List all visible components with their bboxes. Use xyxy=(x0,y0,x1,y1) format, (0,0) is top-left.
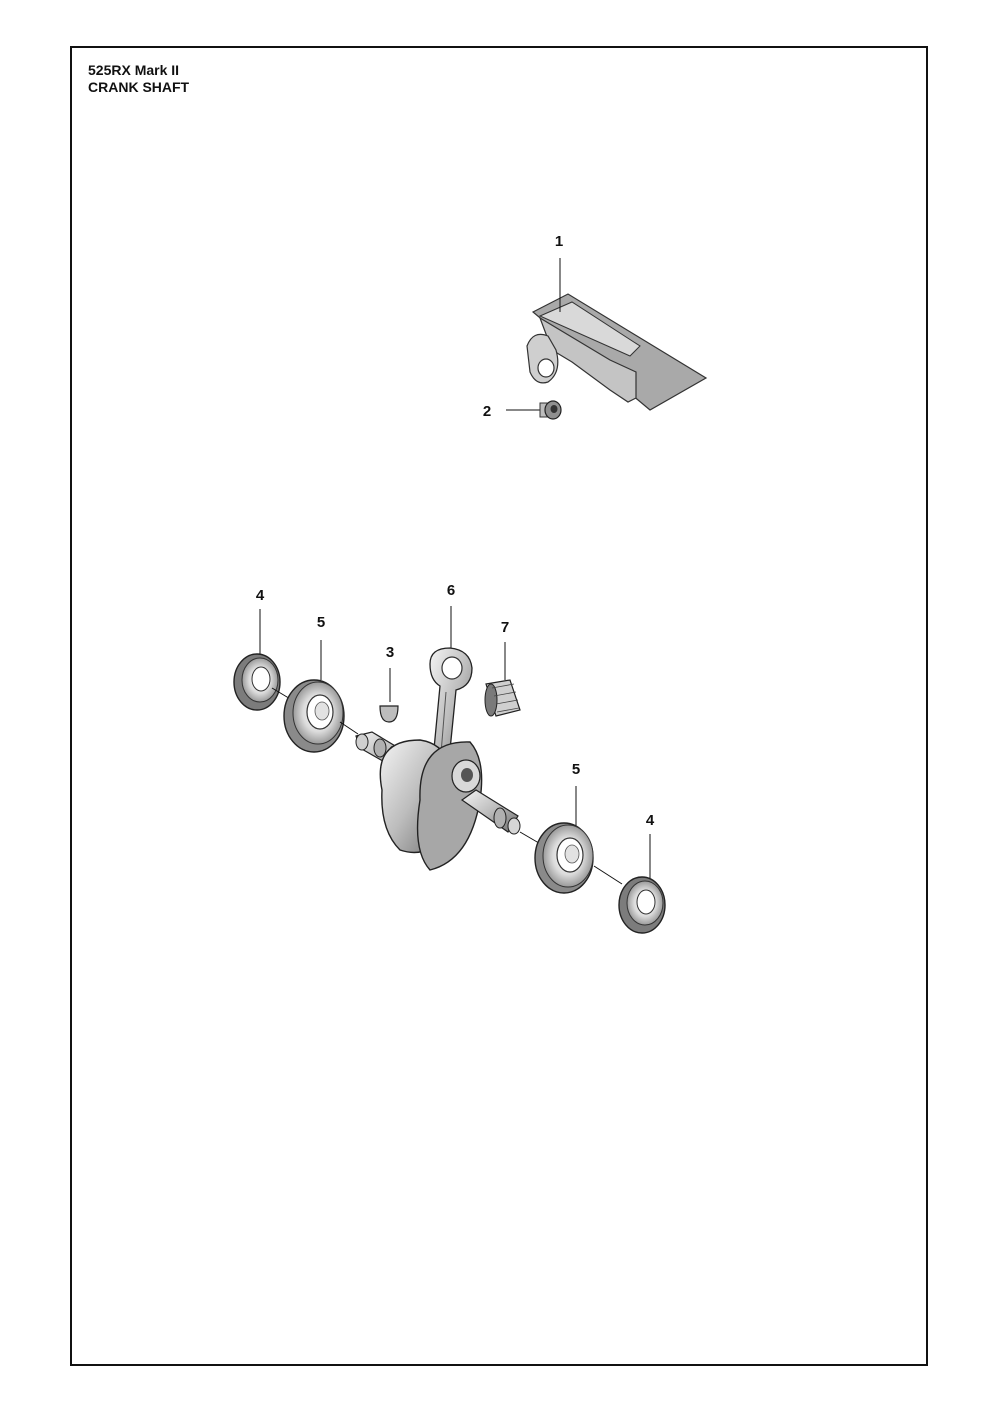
model-name: 525RX Mark II xyxy=(88,62,180,78)
crankshaft xyxy=(355,731,545,871)
callout-7: 7 xyxy=(501,619,509,636)
part-2-screw xyxy=(506,400,562,420)
callout-2: 2 xyxy=(483,403,491,420)
part-5-bearing-left xyxy=(271,640,359,753)
callout-4-right: 4 xyxy=(646,812,655,829)
callout-3: 3 xyxy=(386,644,394,661)
part-6-connecting-rod xyxy=(429,606,473,771)
callout-6: 6 xyxy=(447,582,455,599)
callout-5-left: 5 xyxy=(317,614,325,631)
part-1-cover-plate xyxy=(526,258,708,411)
page-title: 525RX Mark II CRANK SHAFT xyxy=(88,62,189,96)
callout-5-right: 5 xyxy=(572,761,580,778)
part-4-seal-left xyxy=(233,609,281,711)
callout-4-left: 4 xyxy=(256,587,265,604)
part-7-needle-bearing xyxy=(484,642,521,717)
part-3-key xyxy=(379,668,399,723)
section-name: CRANK SHAFT xyxy=(88,79,190,95)
callout-1: 1 xyxy=(555,233,563,250)
page-frame xyxy=(70,46,928,1366)
part-5-bearing-right xyxy=(534,786,623,894)
part-4-seal-right xyxy=(618,834,666,934)
